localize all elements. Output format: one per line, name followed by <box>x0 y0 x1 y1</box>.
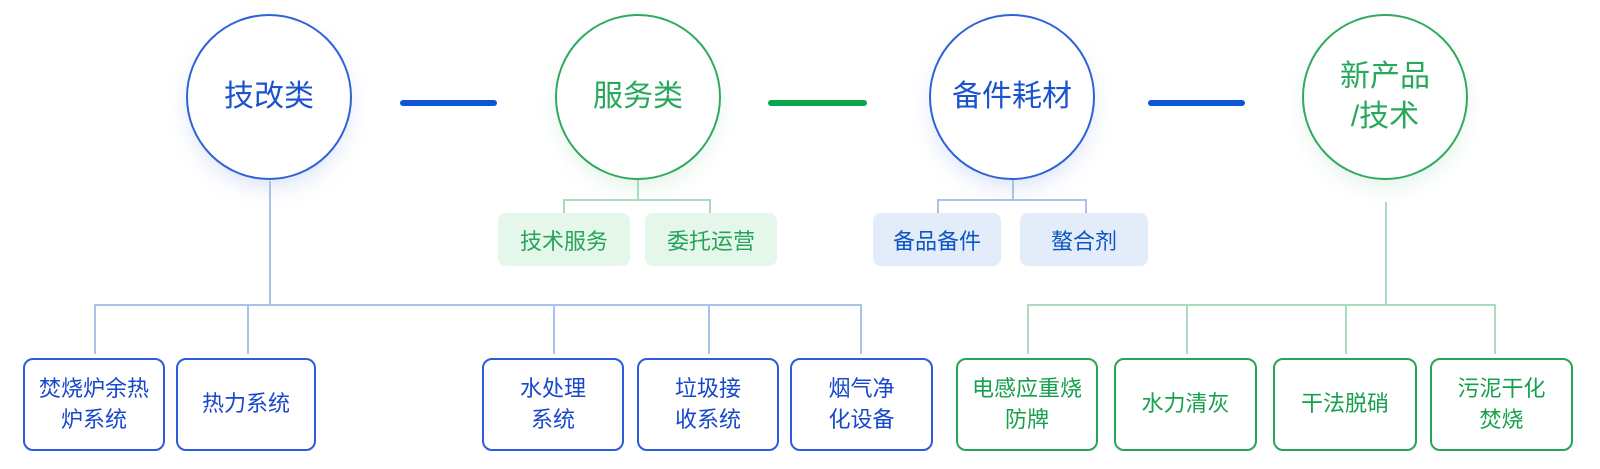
category-label: 技改类 <box>224 79 314 113</box>
tree-line <box>709 199 711 213</box>
circle-connector-line <box>1148 100 1245 106</box>
tree-line <box>1385 202 1387 304</box>
leaf-label: 垃圾接 收系统 <box>674 375 741 432</box>
circle-connector-line <box>768 100 867 106</box>
tree-line <box>553 304 555 354</box>
tree-line <box>937 199 939 213</box>
tree-line <box>94 304 96 354</box>
tree-line <box>563 199 565 213</box>
pill-label: 委托运营 <box>666 228 755 254</box>
tree-line <box>1494 304 1496 354</box>
leaf-label: 热力系统 <box>201 391 290 417</box>
leaf-node-hydraulic-ash-cleaning: 水力清灰 <box>1114 358 1257 451</box>
category-circle-tech-upgrade: 技改类 <box>186 14 352 180</box>
leaf-label: 烟气净 化设备 <box>828 375 895 432</box>
tree-line <box>1027 304 1494 306</box>
tree-line <box>94 304 862 306</box>
tree-line <box>269 181 271 304</box>
leaf-node-induction-reburn: 电感应重烧 防牌 <box>956 358 1098 451</box>
leaf-node-waste-reception: 垃圾接 收系统 <box>637 358 779 451</box>
pill-label: 螯合剂 <box>1050 228 1117 254</box>
tree-line <box>1027 304 1029 354</box>
leaf-label: 水力清灰 <box>1141 391 1230 417</box>
category-circle-new-product: 新产品 /技术 <box>1302 14 1468 180</box>
category-label: 新产品 /技术 <box>1340 59 1430 134</box>
tree-line <box>563 199 709 201</box>
leaf-label: 干法脱硝 <box>1300 391 1389 417</box>
tree-line <box>1186 304 1188 354</box>
pill-node-tech-service: 技术服务 <box>498 213 630 266</box>
category-circle-spare-parts: 备件耗材 <box>929 14 1095 180</box>
category-circle-service: 服务类 <box>555 14 721 180</box>
tree-line <box>860 304 862 354</box>
tree-line <box>937 199 1085 201</box>
tree-line <box>1345 304 1347 354</box>
leaf-label: 焚烧炉余热 炉系统 <box>38 375 149 432</box>
leaf-label: 水处理 系统 <box>519 375 586 432</box>
leaf-label: 电感应重烧 防牌 <box>971 375 1082 432</box>
pill-label: 技术服务 <box>519 228 608 254</box>
tree-line <box>1085 199 1087 213</box>
circle-connector-line <box>400 100 497 106</box>
pill-node-spare-parts: 备品备件 <box>873 213 1001 266</box>
category-label: 备件耗材 <box>952 79 1072 113</box>
pill-node-chelating-agent: 螯合剂 <box>1020 213 1148 266</box>
tree-line <box>1012 180 1014 199</box>
leaf-node-thermal-system: 热力系统 <box>176 358 316 451</box>
tree-line <box>637 180 639 199</box>
tree-line <box>708 304 710 354</box>
leaf-node-waste-heat-boiler: 焚烧炉余热 炉系统 <box>23 358 165 451</box>
leaf-node-water-treatment: 水处理 系统 <box>482 358 624 451</box>
tree-line <box>247 304 249 354</box>
pill-label: 备品备件 <box>892 228 981 254</box>
pill-node-entrusted-ops: 委托运营 <box>645 213 777 266</box>
leaf-label: 污泥干化 焚烧 <box>1457 375 1546 432</box>
leaf-node-sludge-drying-incineration: 污泥干化 焚烧 <box>1430 358 1573 451</box>
category-label: 服务类 <box>593 79 683 113</box>
leaf-node-dry-denitration: 干法脱硝 <box>1273 358 1417 451</box>
leaf-node-flue-gas-purification: 烟气净 化设备 <box>790 358 933 451</box>
